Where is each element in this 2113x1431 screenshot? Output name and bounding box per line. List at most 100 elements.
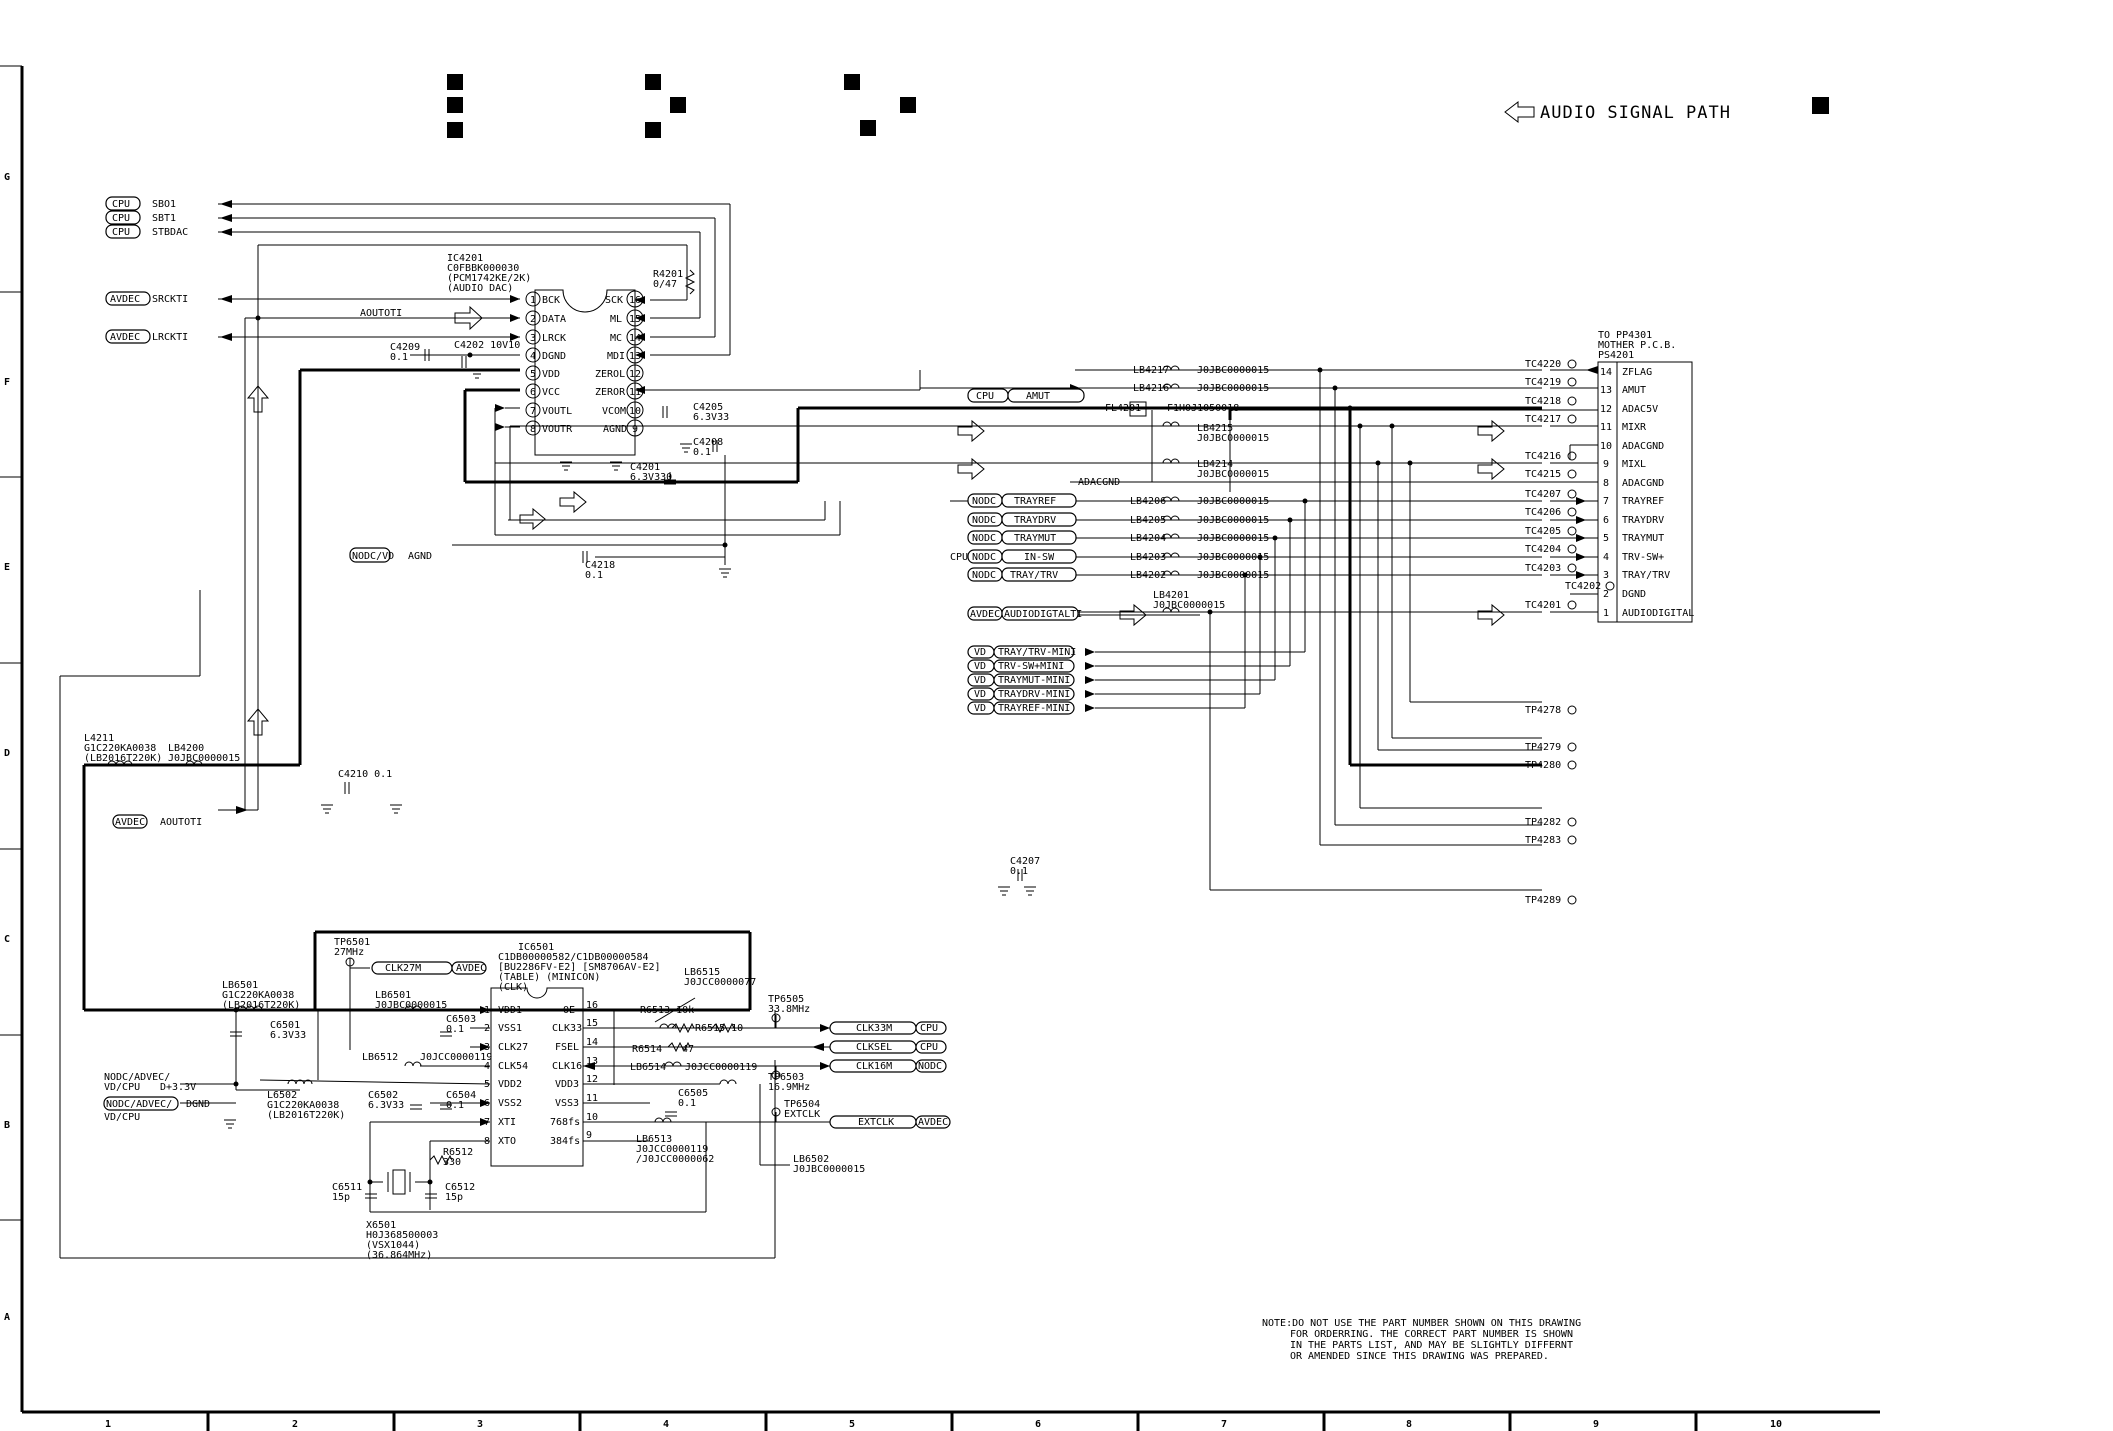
svg-text:10: 10	[1600, 441, 1612, 452]
wiring	[59, 200, 1598, 1259]
svg-text:C4205: C4205	[693, 402, 723, 413]
svg-text:7: 7	[484, 1117, 490, 1128]
svg-text:EXTCLK: EXTCLK	[784, 1109, 820, 1120]
svg-text:NODC: NODC	[918, 1061, 942, 1072]
row-label: G	[4, 172, 10, 183]
svg-text:C6512: C6512	[445, 1182, 475, 1193]
col-label: 5	[849, 1419, 855, 1430]
svg-text:TRAYDRV-MINI: TRAYDRV-MINI	[998, 689, 1070, 700]
svg-text:(36.864MHz): (36.864MHz)	[366, 1250, 432, 1261]
svg-text:3: 3	[484, 1042, 490, 1053]
svg-text:DGND: DGND	[1622, 589, 1646, 600]
legend-label: AUDIO SIGNAL PATH	[1540, 103, 1731, 123]
col-label: 1	[105, 1419, 111, 1430]
svg-text:0.1: 0.1	[693, 447, 711, 458]
svg-text:LB6514: LB6514	[630, 1062, 666, 1073]
svg-text:0.1: 0.1	[446, 1100, 464, 1111]
audio-signal-path-legend: AUDIO SIGNAL PATH	[1504, 100, 1731, 124]
svg-text:MOTHER P.C.B.: MOTHER P.C.B.	[1598, 340, 1676, 351]
svg-text:AMUT: AMUT	[1026, 391, 1050, 402]
connector-testpoints: TC4220 TC4219 TC4218 TC4217 TC4216 TC421…	[1525, 359, 1615, 611]
svg-text:3: 3	[1603, 570, 1609, 581]
svg-text:TC4217: TC4217	[1525, 414, 1561, 425]
svg-text:VDD3: VDD3	[555, 1079, 579, 1090]
svg-text:13: 13	[629, 351, 641, 362]
svg-text:J0JBC0000015: J0JBC0000015	[168, 753, 240, 764]
svg-text:AUDIODIGITAL: AUDIODIGITAL	[1622, 608, 1694, 619]
svg-text:CPU: CPU	[976, 391, 994, 402]
svg-text:TC4216: TC4216	[1525, 451, 1561, 462]
svg-text:TC4207: TC4207	[1525, 489, 1561, 500]
svg-text:TP4289: TP4289	[1525, 895, 1561, 906]
svg-text:0.1: 0.1	[390, 352, 408, 363]
svg-text:STBDAC: STBDAC	[152, 227, 188, 238]
svg-text:G1C220KA0038: G1C220KA0038	[267, 1100, 339, 1111]
svg-text:15: 15	[586, 1018, 598, 1029]
svg-text:LB4215: LB4215	[1197, 423, 1233, 434]
svg-text:J0JBC0000015: J0JBC0000015	[375, 1000, 447, 1011]
svg-text:LB4206: LB4206	[1130, 496, 1166, 507]
svg-text:FOR ORDERRING. THE CORRECT PAR: FOR ORDERRING. THE CORRECT PART NUMBER I…	[1290, 1329, 1573, 1340]
arrow-left-icon	[1504, 100, 1535, 124]
svg-text:33.8MHz: 33.8MHz	[768, 1004, 810, 1015]
svg-text:47: 47	[682, 1044, 694, 1055]
svg-text:VSS2: VSS2	[498, 1098, 522, 1109]
svg-text:C6503: C6503	[446, 1014, 476, 1025]
ic4201: IC4201 C0FBBK000030 (PCM1742KE/2K) (AUDI…	[447, 253, 636, 456]
svg-text:NODC/ADVEC/: NODC/ADVEC/	[104, 1072, 170, 1083]
svg-text:SBO1: SBO1	[152, 199, 176, 210]
svg-text:0.1: 0.1	[446, 1024, 464, 1035]
svg-text:AOUTOTI: AOUTOTI	[160, 817, 202, 828]
col-label: 4	[663, 1419, 669, 1430]
svg-text:12: 12	[629, 369, 641, 380]
svg-text:13: 13	[1600, 385, 1612, 396]
svg-text:MIXL: MIXL	[1622, 459, 1646, 470]
svg-text:CPU: CPU	[112, 199, 130, 210]
svg-text:VD/CPU: VD/CPU	[104, 1082, 140, 1093]
svg-text:9: 9	[632, 424, 638, 435]
svg-text:NODC/VD: NODC/VD	[352, 551, 394, 562]
svg-text:VSS1: VSS1	[498, 1023, 522, 1034]
svg-text:16.9MHz: 16.9MHz	[768, 1082, 810, 1093]
svg-text:TC4204: TC4204	[1525, 544, 1561, 555]
svg-text:FL4201: FL4201	[1105, 403, 1141, 414]
svg-text:CLK33M: CLK33M	[856, 1023, 892, 1034]
svg-text:C1DB00000582/C1DB00000584: C1DB00000582/C1DB00000584	[498, 952, 649, 963]
svg-text:0.1: 0.1	[585, 570, 603, 581]
svg-text:R6515 10: R6515 10	[695, 1023, 743, 1034]
svg-text:C6501: C6501	[270, 1020, 300, 1031]
svg-text:VOUTL: VOUTL	[542, 406, 572, 417]
svg-text:LB4217: LB4217	[1133, 365, 1169, 376]
row-label: A	[4, 1312, 10, 1323]
svg-text:0.1: 0.1	[1010, 866, 1028, 877]
svg-text:VD: VD	[974, 661, 986, 672]
svg-text:C4208: C4208	[693, 437, 723, 448]
svg-text:CLK16M: CLK16M	[856, 1061, 892, 1072]
svg-text:TRAY/TRV: TRAY/TRV	[1010, 570, 1058, 581]
svg-text:AVDEC: AVDEC	[456, 963, 486, 974]
svg-text:15: 15	[629, 314, 641, 325]
svg-text:J0JBC0000015: J0JBC0000015	[1197, 433, 1269, 444]
ic6501: IC6501 C1DB00000582/C1DB00000584 [BU2286…	[490, 942, 661, 1167]
svg-text:12: 12	[586, 1074, 598, 1085]
svg-text:(TABLE) (MINICON): (TABLE) (MINICON)	[498, 972, 600, 983]
svg-text:J0JCC0000119: J0JCC0000119	[636, 1144, 708, 1155]
svg-text:TO PP4301: TO PP4301	[1598, 330, 1652, 341]
svg-text:LB4202: LB4202	[1130, 570, 1166, 581]
svg-text:VOUTR: VOUTR	[542, 424, 573, 435]
col-label: 6	[1035, 1419, 1041, 1430]
row-label: B	[4, 1120, 10, 1131]
svg-text:J0JBC0000015: J0JBC0000015	[1197, 515, 1269, 526]
svg-text:TP4279: TP4279	[1525, 742, 1561, 753]
svg-text:8: 8	[530, 424, 536, 435]
svg-text:OE: OE	[563, 1005, 575, 1016]
svg-text:C6505: C6505	[678, 1088, 708, 1099]
svg-text:J0JBC0000015: J0JBC0000015	[1197, 533, 1269, 544]
svg-text:AVDEC: AVDEC	[115, 817, 145, 828]
svg-text:ML: ML	[610, 314, 622, 325]
svg-text:NODC: NODC	[972, 570, 996, 581]
svg-text:VCC: VCC	[542, 387, 560, 398]
svg-text:VDD: VDD	[542, 369, 560, 380]
svg-text:14: 14	[586, 1037, 598, 1048]
